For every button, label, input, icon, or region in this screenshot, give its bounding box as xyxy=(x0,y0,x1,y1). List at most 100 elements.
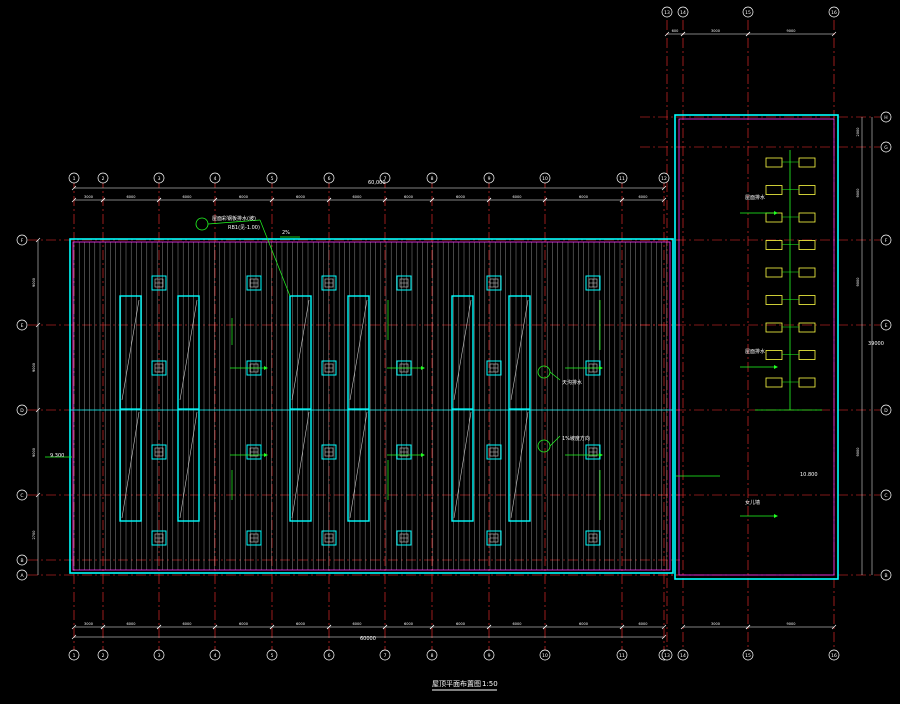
bubble-circle xyxy=(742,649,754,661)
skylight-diagonal xyxy=(121,299,140,401)
grid-bubble-top-5: 5 xyxy=(266,172,278,184)
bubble-label: 16 xyxy=(831,10,837,16)
wing-skylight-left xyxy=(765,267,783,278)
dim-tick xyxy=(429,624,435,630)
wing-right-dimension-label: 9000 xyxy=(856,448,860,457)
top-dimension-segment-label: 6000 xyxy=(639,195,648,199)
roof-vent-unit xyxy=(246,275,262,291)
bubble-circle xyxy=(880,489,892,501)
roof-vent-unit xyxy=(151,275,167,291)
main-roof-outline xyxy=(69,238,674,574)
vent-frame xyxy=(585,275,601,291)
dim-tick xyxy=(486,624,492,630)
roof-vents xyxy=(151,275,601,546)
roof-vent-unit xyxy=(486,530,502,546)
bubble-circle xyxy=(616,172,628,184)
bubble-label: B xyxy=(884,573,887,579)
vent-frame xyxy=(151,444,167,460)
wing-note-1-text: 屋面排水 xyxy=(745,194,765,201)
bubble-circle xyxy=(97,649,109,661)
bubble-circle xyxy=(539,172,551,184)
left-dimension-label: 9000 xyxy=(32,363,36,372)
wing-skylight-left xyxy=(765,240,783,250)
bubble-circle xyxy=(266,172,278,184)
dim-tick xyxy=(35,322,41,328)
roof-vent-unit xyxy=(396,444,412,460)
vent-frame xyxy=(321,275,337,291)
bubble-label: 9 xyxy=(488,176,491,182)
wing-skylight-left xyxy=(765,295,783,305)
vent-frame xyxy=(585,530,601,546)
wing-roof-outline xyxy=(674,114,839,580)
bubble-circle xyxy=(880,111,892,123)
bubble-label: 5 xyxy=(271,653,274,659)
bubble-circle xyxy=(379,649,391,661)
dim-tick xyxy=(35,237,41,243)
wing-bubble-bottom-14: 14 xyxy=(677,649,689,661)
bubble-circle xyxy=(616,649,628,661)
wing-skylight-right xyxy=(798,267,816,278)
top-dimension-segment-label: 6000 xyxy=(456,195,465,199)
vent-frame xyxy=(396,530,412,546)
bubble-circle xyxy=(266,649,278,661)
grid-bubble-top-6: 6 xyxy=(323,172,335,184)
bubble-label: C xyxy=(884,493,887,499)
grid-bubble-bottom-1: 1 xyxy=(68,649,80,661)
grid-bubble-top-12: 12 xyxy=(658,172,670,184)
bubble-circle xyxy=(677,649,689,661)
bottom-dimension-segment-label: 6000 xyxy=(183,622,192,626)
wing-top-dimension-label: 3000 xyxy=(711,29,720,33)
dim-tick xyxy=(212,624,218,630)
leader-sub-text: RB1(见-1.00) xyxy=(228,225,260,231)
wing-bubble-top-15: 15 xyxy=(742,6,754,18)
bubble-circle xyxy=(742,6,754,18)
wing-right-dimension-label: 9000 xyxy=(856,189,860,198)
bubble-label: H xyxy=(884,115,887,121)
bubble-circle xyxy=(16,569,28,581)
drain-leader xyxy=(549,435,561,447)
bubble-label: D xyxy=(20,408,24,414)
wing-bottom-dimension-label: 3000 xyxy=(711,622,720,626)
bubble-circle xyxy=(323,172,335,184)
vent-frame xyxy=(246,530,262,546)
skylight-diagonal xyxy=(179,411,198,519)
bubble-circle xyxy=(379,172,391,184)
bubble-label: G xyxy=(884,145,888,151)
drain-leader xyxy=(549,371,561,381)
bubble-label: 10 xyxy=(542,176,548,182)
bubble-label: F xyxy=(21,238,24,244)
wing-parapet-inner xyxy=(678,118,835,576)
annotations xyxy=(45,211,778,520)
bubble-circle xyxy=(97,172,109,184)
bubble-label: 8 xyxy=(431,653,434,659)
bubble-circle xyxy=(209,172,221,184)
bubble-circle xyxy=(880,404,892,416)
vent-frame xyxy=(151,530,167,546)
left-dimension-label: 9000 xyxy=(32,278,36,287)
bottom-dimension-segment-label: 6000 xyxy=(639,622,648,626)
drain-circle xyxy=(537,365,551,379)
top-dimension-segment-label: 6000 xyxy=(579,195,588,199)
bubble-label: E xyxy=(21,323,24,329)
grid-bubble-bottom-5: 5 xyxy=(266,649,278,661)
bubble-label: 13 xyxy=(664,653,670,659)
top-total-dimension: 60,000 xyxy=(368,180,386,186)
callout-leader xyxy=(207,219,261,225)
skylight-diagonal xyxy=(121,411,140,519)
top-dimension-segment-label: 6000 xyxy=(513,195,522,199)
wing-bubble-right-C: C xyxy=(880,489,892,501)
wing-skylight-right xyxy=(798,377,816,388)
bubble-label: 7 xyxy=(384,653,387,659)
bottom-dimension-segment-label: 6000 xyxy=(579,622,588,626)
dim-tick xyxy=(156,197,162,203)
grid-bubble-bottom-7: 7 xyxy=(379,649,391,661)
bubble-circle xyxy=(16,404,28,416)
bubble-circle xyxy=(16,319,28,331)
bubble-label: 13 xyxy=(664,10,670,16)
east-wing-roof xyxy=(674,114,839,580)
gutter-note-text: 天沟排水 xyxy=(562,379,582,386)
skylight-diagonal xyxy=(179,299,198,401)
bubble-label: 1 xyxy=(73,653,76,659)
vent-frame xyxy=(396,275,412,291)
